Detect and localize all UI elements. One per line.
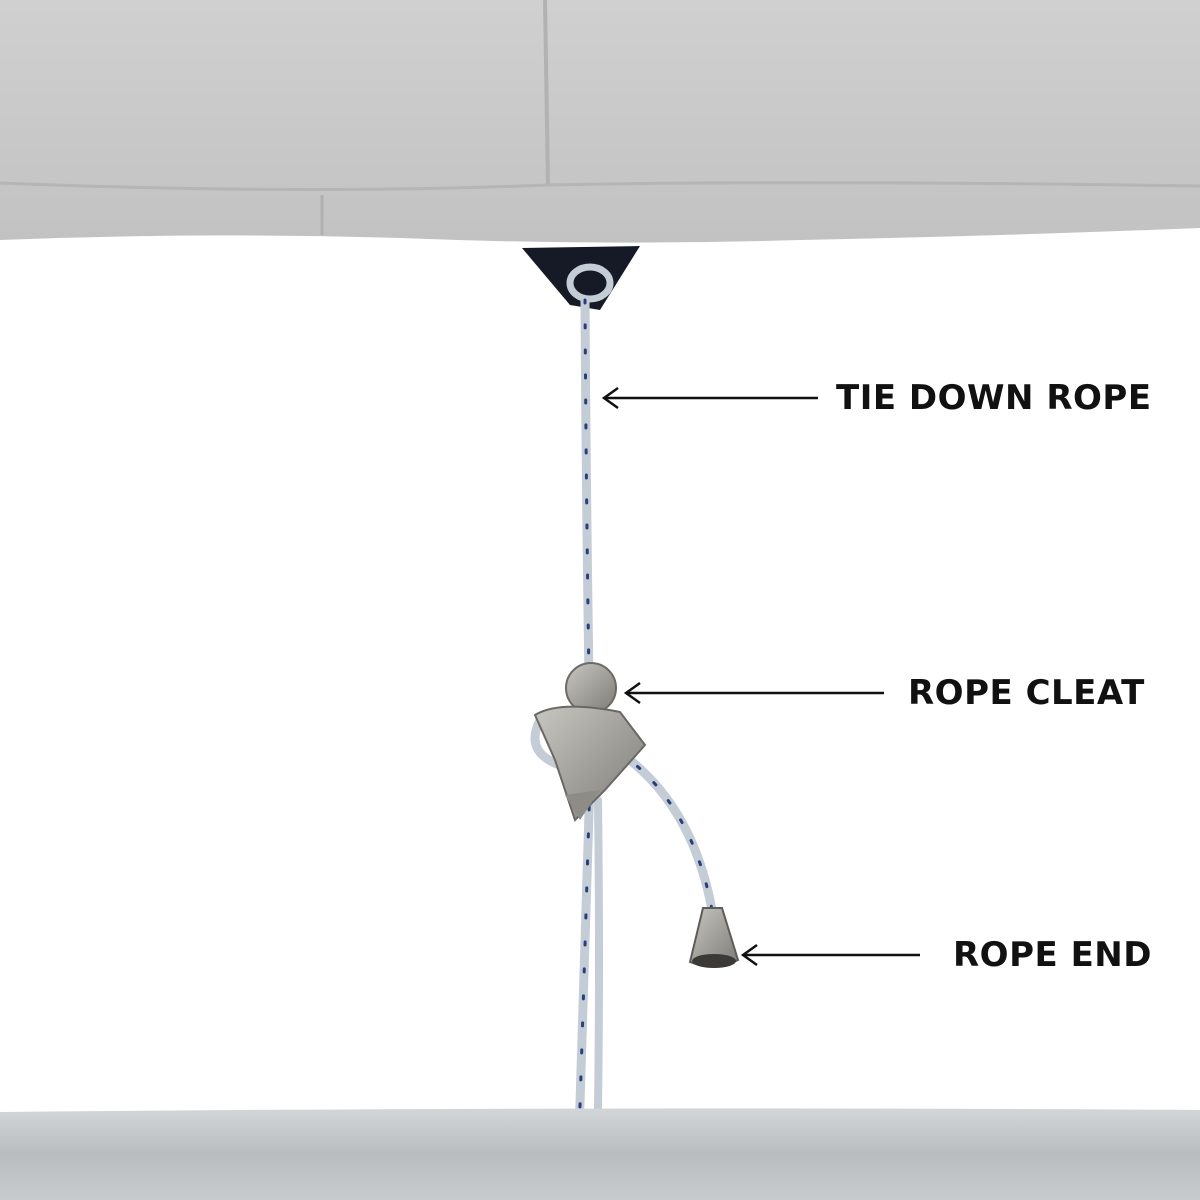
- cover-seam: [0, 181, 1200, 192]
- arrow-head-icon: [623, 681, 641, 705]
- rope-cleat: [533, 662, 647, 822]
- callout-arrows: [601, 386, 920, 967]
- arrow-head-icon: [601, 386, 619, 410]
- cover-tab: [522, 246, 640, 310]
- label-rope-cleat: ROPE CLEAT: [908, 673, 1145, 713]
- metal-rail: [0, 1108, 1200, 1200]
- label-tie-down-rope: TIE DOWN ROPE: [836, 378, 1152, 418]
- label-rope-end: ROPE END: [953, 935, 1152, 975]
- arrow-head-icon: [740, 943, 758, 967]
- boat-cover: [0, 0, 1200, 243]
- cover-seam: [543, 0, 550, 186]
